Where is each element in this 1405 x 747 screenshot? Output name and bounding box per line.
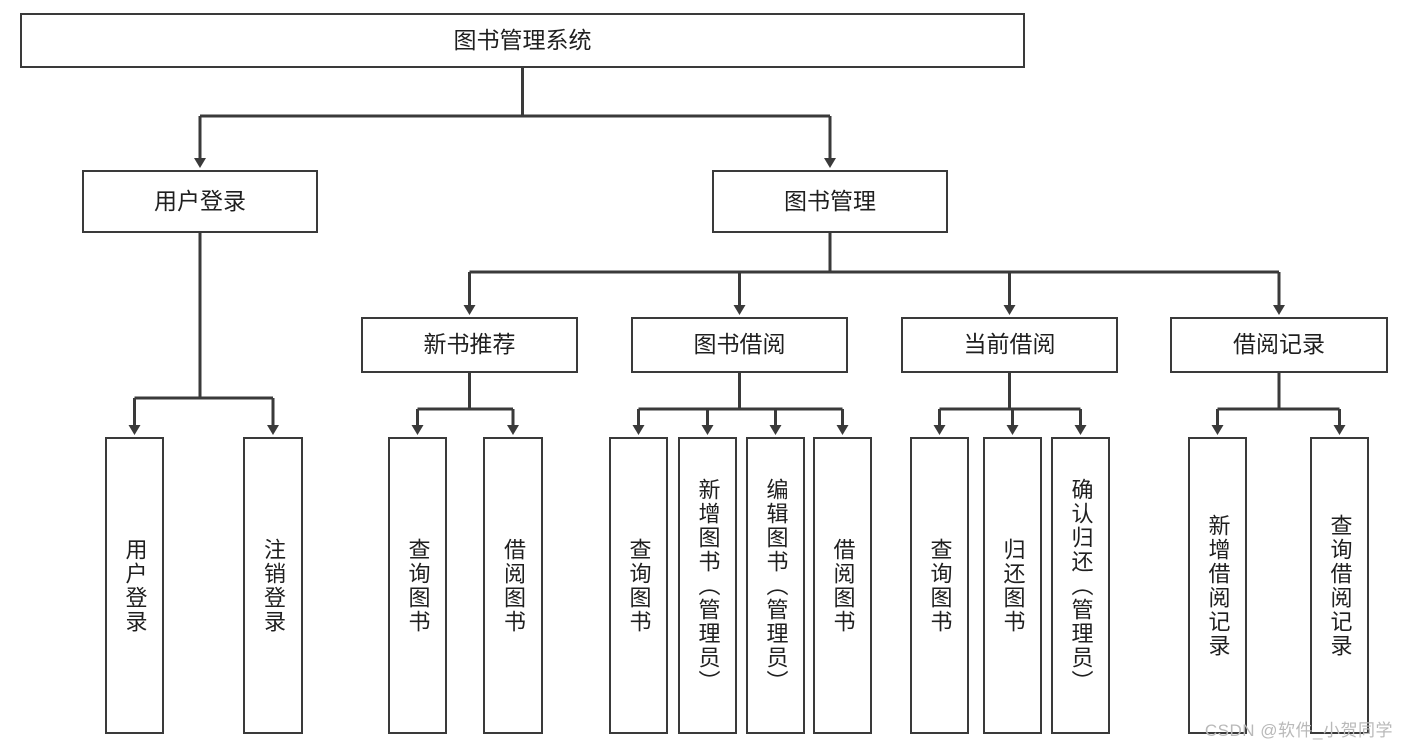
node-leaf-查询图书-8[interactable]: 查询图书	[910, 437, 969, 734]
node-leaf-编辑图书管理员-6[interactable]: 编辑图书（管理员）	[746, 437, 805, 734]
node-leaf-借阅图书-7[interactable]: 借阅图书	[813, 437, 872, 734]
node-level2-图书管理-1[interactable]: 图书管理	[712, 170, 948, 233]
node-leaf-查询借阅记录-12[interactable]: 查询借阅记录	[1310, 437, 1369, 734]
node-leaf-确认归还管理员-10[interactable]: 确认归还（管理员）	[1051, 437, 1110, 734]
node-label: 查询图书	[927, 537, 953, 634]
node-label: 查询图书	[405, 537, 431, 634]
node-leaf-借阅图书-3[interactable]: 借阅图书	[483, 437, 543, 734]
node-label: 新增图书（管理员）	[695, 477, 721, 694]
node-label: 用户登录	[122, 537, 148, 634]
node-leaf-查询图书-2[interactable]: 查询图书	[388, 437, 447, 734]
node-label: 新书推荐	[423, 331, 516, 358]
node-level3-当前借阅-2[interactable]: 当前借阅	[901, 317, 1118, 373]
node-level3-图书借阅-1[interactable]: 图书借阅	[631, 317, 848, 373]
node-label: 借阅图书	[500, 537, 526, 634]
node-label: 图书借阅	[693, 331, 786, 358]
node-leaf-新增借阅记录-11[interactable]: 新增借阅记录	[1188, 437, 1247, 734]
node-label: 归还图书	[1000, 537, 1026, 634]
node-level2-用户登录-0[interactable]: 用户登录	[82, 170, 318, 233]
node-label: 查询借阅记录	[1327, 513, 1353, 658]
node-level3-新书推荐-0[interactable]: 新书推荐	[361, 317, 578, 373]
node-leaf-查询图书-4[interactable]: 查询图书	[609, 437, 668, 734]
node-label: 图书管理	[784, 187, 876, 214]
node-leaf-归还图书-9[interactable]: 归还图书	[983, 437, 1042, 734]
node-label: 确认归还（管理员）	[1068, 477, 1094, 694]
node-level3-借阅记录-3[interactable]: 借阅记录	[1170, 317, 1388, 373]
node-label: 用户登录	[154, 187, 246, 214]
node-leaf-新增图书管理员-5[interactable]: 新增图书（管理员）	[678, 437, 737, 734]
node-leaf-用户登录-0[interactable]: 用户登录	[105, 437, 164, 734]
node-label: 借阅图书	[830, 537, 856, 634]
node-label: 查询图书	[626, 537, 652, 634]
node-label: 当前借阅	[963, 331, 1056, 358]
node-label: 注销登录	[260, 537, 286, 634]
node-label: 借阅记录	[1233, 331, 1325, 358]
node-label: 编辑图书（管理员）	[763, 477, 789, 694]
node-root-图书管理系统-0[interactable]: 图书管理系统	[20, 13, 1025, 68]
node-leaf-注销登录-1[interactable]: 注销登录	[243, 437, 303, 734]
node-label: 图书管理系统	[453, 26, 592, 53]
node-label: 新增借阅记录	[1205, 513, 1231, 658]
